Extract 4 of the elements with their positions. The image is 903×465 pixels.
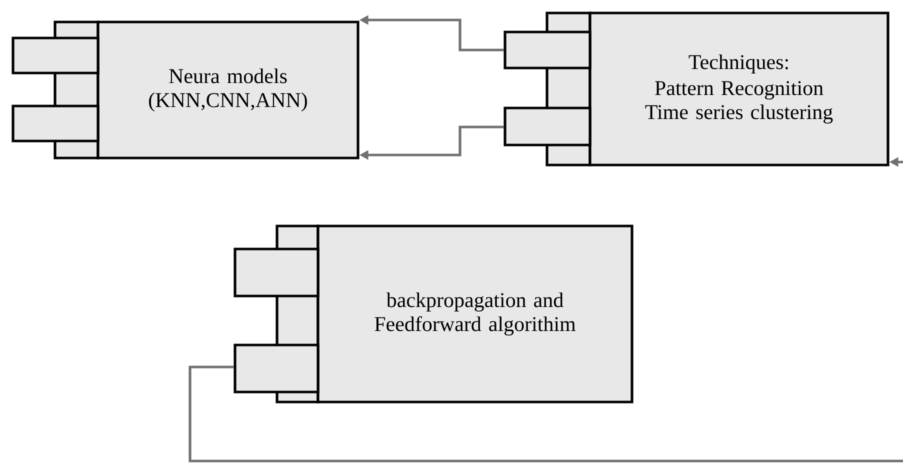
connector-line: [188, 366, 903, 462]
component-box: Neura models (KNN,CNN,ANN): [12, 20, 360, 160]
component-box: backpropagation and Feedforward algorithim: [234, 224, 634, 404]
component-box: Techniques: Pattern Recognition Time series clustering: [504, 12, 890, 166]
